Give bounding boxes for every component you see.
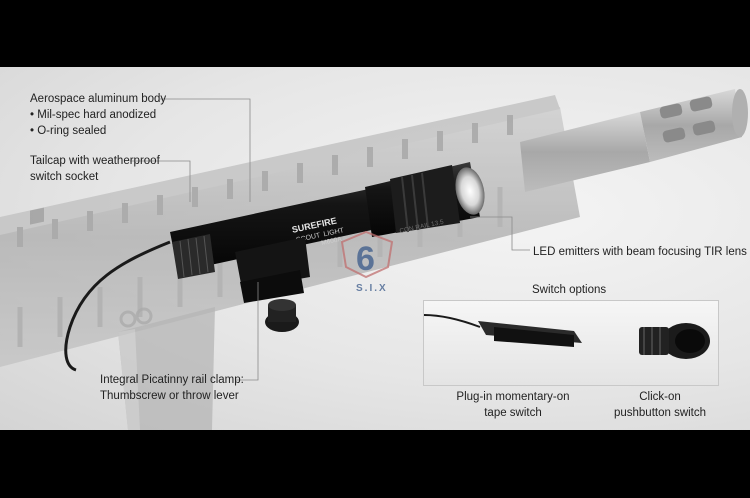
clamp-callout-line-1: Integral Picatinny rail clamp: <box>100 374 244 386</box>
body-callout-bullet-1: Mil-spec hard anodized <box>30 107 166 123</box>
tailcap-callout: Tailcap with weatherproof switch socket <box>30 153 160 185</box>
switch-cable <box>64 240 171 372</box>
switch-options-title: Switch options <box>532 284 607 296</box>
product-illustration: SUREFIRE SCOUT LIGHT M600A CON RAIL 13.5… <box>0 89 748 430</box>
product-image-panel: SUREFIRE SCOUT LIGHT M600A CON RAIL 13.5… <box>0 67 750 430</box>
vertical-foregrip <box>118 307 215 430</box>
clamp-callout-line-2: Thumbscrew or throw lever <box>100 390 239 402</box>
pushbutton-caption-line-1: Click-on <box>639 391 681 403</box>
body-callout-bullet-2: O-ring sealed <box>30 123 166 139</box>
pushbutton-switch <box>639 323 710 359</box>
flashlight: SUREFIRE SCOUT LIGHT M600A <box>170 162 485 332</box>
six-watermark: 6 S.I.X <box>340 230 394 294</box>
tailcap-callout-line-2: switch socket <box>30 171 99 183</box>
tape-switch-caption-line-2: tape switch <box>484 407 542 419</box>
muzzle-brake <box>520 89 748 192</box>
pushbutton-caption: Click-on pushbutton switch <box>600 389 720 421</box>
body-callout: Aerospace aluminum body Mil-spec hard an… <box>30 91 166 139</box>
model-line2: LIGHT <box>323 227 345 238</box>
model-number: M600A <box>321 236 343 247</box>
watermark-text: S.I.X <box>356 283 388 294</box>
tailcap-callout-line-1: Tailcap with weatherproof <box>30 155 160 167</box>
tape-switch-caption-line-1: Plug-in momentary-on <box>456 391 570 403</box>
lens <box>455 167 485 215</box>
watermark-digit: 6 <box>356 240 375 278</box>
clamp-callout: Integral Picatinny rail clamp: Thumbscre… <box>100 372 244 404</box>
pushbutton-caption-line-2: pushbutton switch <box>613 407 707 419</box>
tape-switch <box>424 314 582 347</box>
body-callout-title: Aerospace aluminum body <box>30 93 167 105</box>
tape-switch-caption: Plug-in momentary-on tape switch <box>448 389 578 421</box>
switch-options-illustration <box>424 314 710 359</box>
led-callout: LED emitters with beam focusing TIR lens <box>533 246 747 258</box>
callout-lines <box>130 98 530 381</box>
switch-options-inset <box>423 300 719 386</box>
